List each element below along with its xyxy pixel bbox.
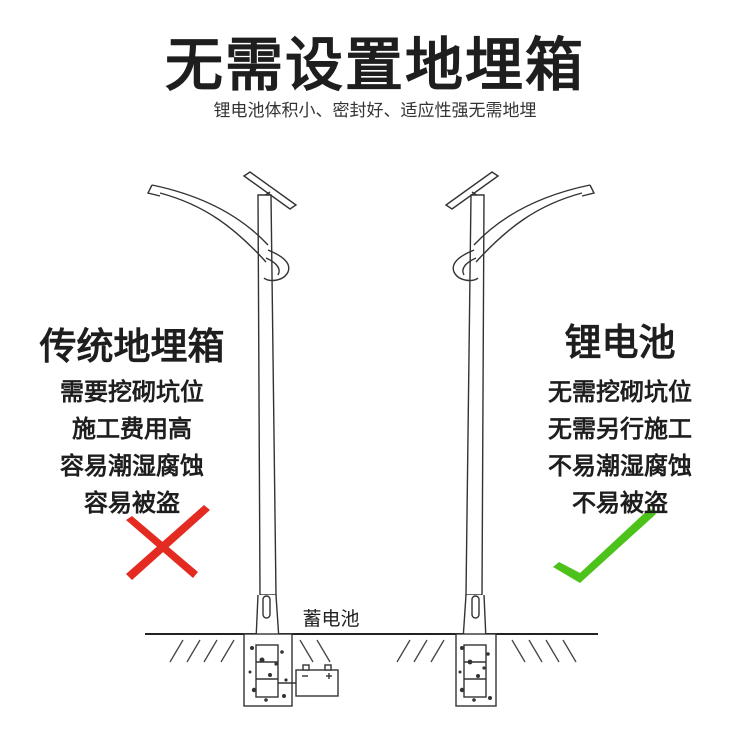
right-concrete-texture — [458, 646, 492, 702]
list-item: 不易被盗 — [572, 489, 668, 517]
traditional-box-title: 传统地埋箱 — [39, 325, 225, 368]
left-concrete-texture — [248, 646, 288, 702]
page-title: 无需设置地埋箱 — [164, 31, 585, 99]
ground-hatching-right — [299, 639, 577, 663]
battery-label: 蓄电池 — [302, 608, 360, 630]
lithium-battery-list: 无需挖砌坑位 无需另行施工 不易潮湿腐蚀 不易被盗 — [520, 374, 720, 522]
left-anchor-cage — [255, 644, 279, 698]
page-subtitle: 锂电池体积小、密封好、适应性强无需地埋 — [213, 101, 537, 121]
list-item: 无需挖砌坑位 — [548, 378, 692, 406]
list-item: 需要挖砌坑位 — [60, 378, 204, 406]
cross-mark-icon — [126, 505, 210, 580]
lithium-battery-title: 锂电池 — [564, 321, 676, 364]
check-mark-icon — [553, 508, 656, 583]
ground-hatching-left — [169, 639, 445, 663]
right-anchor-cage — [463, 644, 487, 698]
list-item: 施工费用高 — [72, 415, 192, 443]
list-item: 容易潮湿腐蚀 — [60, 452, 204, 480]
traditional-box-list: 需要挖砌坑位 施工费用高 容易潮湿腐蚀 容易被盗 — [22, 374, 242, 522]
list-item: 无需另行施工 — [548, 415, 692, 443]
list-item: 不易潮湿腐蚀 — [548, 452, 692, 480]
battery-icon — [278, 664, 339, 697]
list-item: 容易被盗 — [84, 489, 180, 517]
right-lamp-pole — [444, 171, 596, 707]
